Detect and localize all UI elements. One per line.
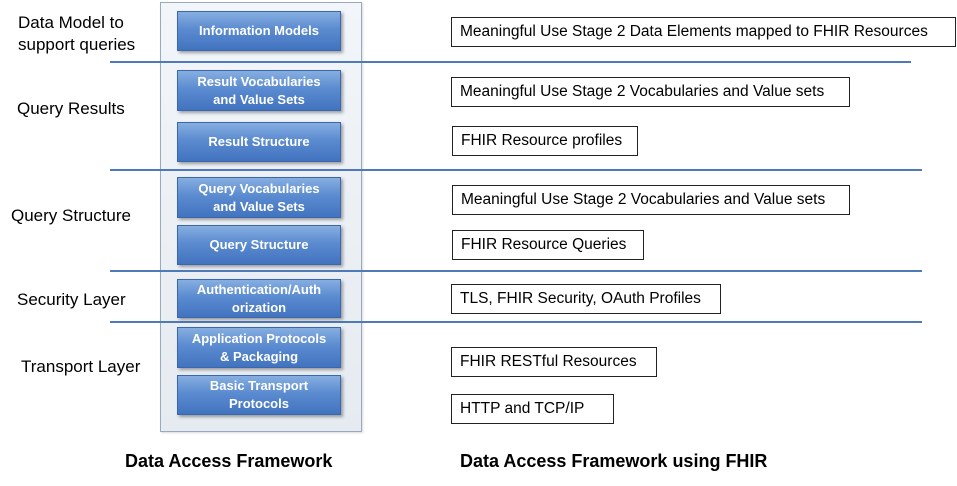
layer-label-data-model: Data Model to support queries	[18, 13, 136, 54]
layer-label-query-results: Query Results	[17, 99, 125, 118]
fhir-box-restful-resources: FHIR RESTful Resources	[451, 347, 657, 377]
fhir-box-query-vocabularies: Meaningful Use Stage 2 Vocabularies and …	[452, 185, 850, 215]
separator-line	[110, 169, 922, 171]
block-result-vocabularies: Result Vocabularies and Value Sets	[177, 70, 341, 111]
fhir-box-result-vocabularies: Meaningful Use Stage 2 Vocabularies and …	[451, 77, 850, 107]
fhir-box-resource-profiles: FHIR Resource profiles	[452, 126, 638, 156]
fhir-box-resource-queries: FHIR Resource Queries	[452, 230, 644, 260]
layer-label-security: Security Layer	[17, 290, 126, 309]
separator-line	[110, 61, 911, 63]
block-application-protocols: Application Protocols & Packaging	[177, 327, 341, 368]
layer-label-transport: Transport Layer	[21, 357, 141, 376]
caption-data-access-framework-fhir: Data Access Framework using FHIR	[460, 451, 768, 471]
separator-line	[110, 321, 922, 323]
caption-data-access-framework: Data Access Framework	[125, 451, 333, 471]
block-query-vocabularies: Query Vocabularies and Value Sets	[177, 177, 341, 218]
block-basic-transport: Basic Transport Protocols	[177, 375, 341, 415]
fhir-box-data-elements: Meaningful Use Stage 2 Data Elements map…	[451, 17, 956, 47]
block-information-models: Information Models	[177, 11, 341, 51]
layer-label-query-structure: Query Structure	[11, 206, 131, 225]
block-authentication: Authentication/Auth orization	[177, 279, 341, 318]
block-query-structure: Query Structure	[177, 225, 341, 265]
separator-line	[110, 270, 922, 272]
fhir-box-http-tcp: HTTP and TCP/IP	[451, 394, 614, 424]
block-result-structure: Result Structure	[177, 122, 341, 162]
fhir-box-security-profiles: TLS, FHIR Security, OAuth Profiles	[451, 284, 721, 314]
